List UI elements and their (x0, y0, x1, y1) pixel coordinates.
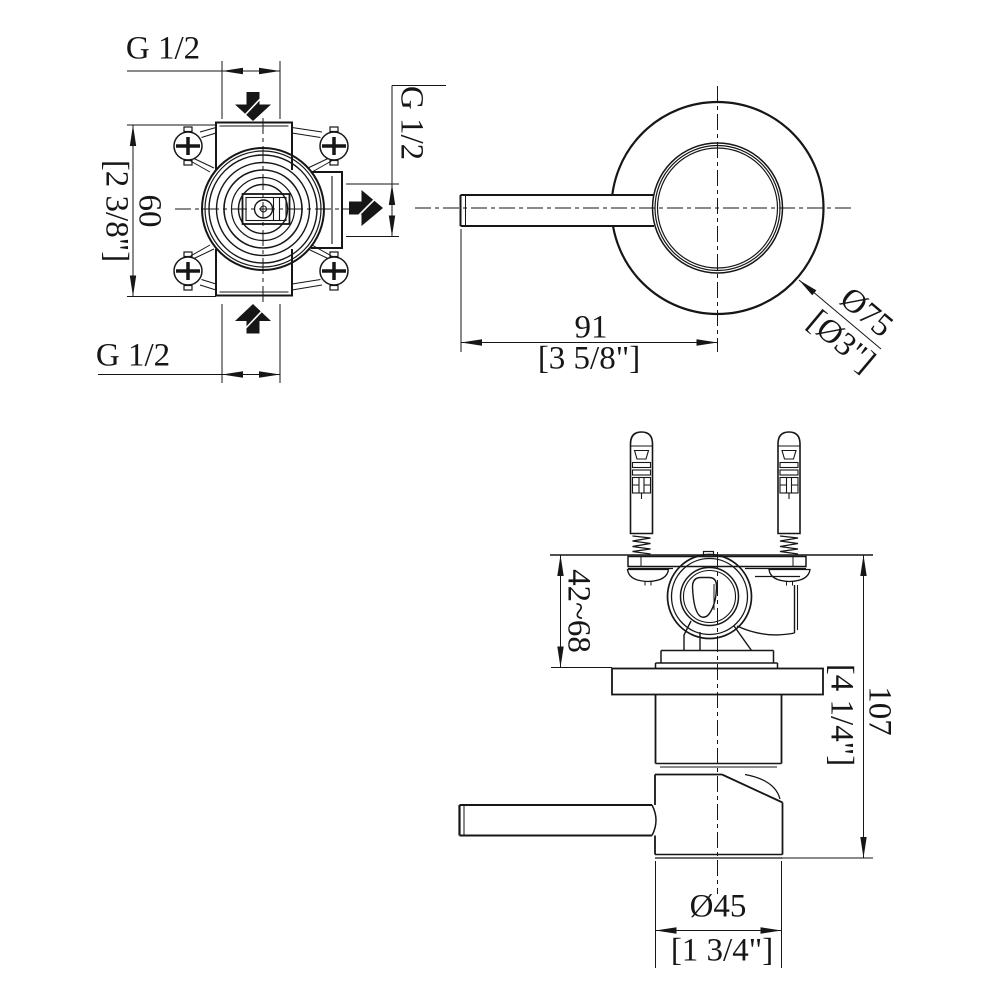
flow-arrow-down-icon (235, 92, 271, 121)
front-height-in-label: [2 3/8"] (98, 159, 135, 263)
front-dimensions (98, 61, 446, 383)
lever-handle-plan (459, 194, 654, 227)
valve-body-rings (201, 147, 325, 271)
side-trim-diameter-mm-label: Ø45 (689, 888, 747, 925)
plan-length-mm-label: 91 (574, 309, 608, 346)
cartridge-spindle (241, 193, 291, 225)
front-height-mm-label: 60 (131, 194, 168, 228)
trim-sleeve (654, 694, 783, 768)
plan-dimensions (460, 229, 882, 352)
wall-anchor-right (777, 431, 801, 555)
spring-left (632, 535, 651, 555)
plan-length-in-label: [3 5/8"] (537, 340, 641, 377)
side-total-depth-mm-label: 107 (861, 686, 898, 736)
plan-view (415, 86, 882, 352)
side-view (458, 431, 873, 968)
valve-body-side (654, 553, 800, 669)
spring-right (779, 535, 799, 555)
front-view (98, 61, 446, 383)
flow-arrow-up-icon (235, 304, 271, 334)
flow-arrow-right-icon (349, 190, 383, 226)
handle-body (654, 773, 784, 859)
front-outlet-right-label: G 1/2 (393, 85, 430, 161)
side-depth-range-label: 42~68 (560, 569, 597, 653)
front-inlet-bottom-label: G 1/2 (95, 337, 171, 374)
side-trim-diameter-in-label: [1 3/4"] (670, 932, 774, 969)
side-dimensions (551, 555, 873, 968)
fixing-screw-left (626, 568, 670, 586)
lever-handle-side (458, 804, 657, 837)
mounting-screws (173, 126, 349, 291)
wall-anchor-left (629, 431, 654, 555)
side-total-depth-in-label: [4 1/4"] (823, 663, 860, 767)
mounting-plate (627, 550, 807, 570)
front-inlet-top-label: G 1/2 (125, 30, 201, 67)
fixing-screw-right (768, 568, 811, 586)
